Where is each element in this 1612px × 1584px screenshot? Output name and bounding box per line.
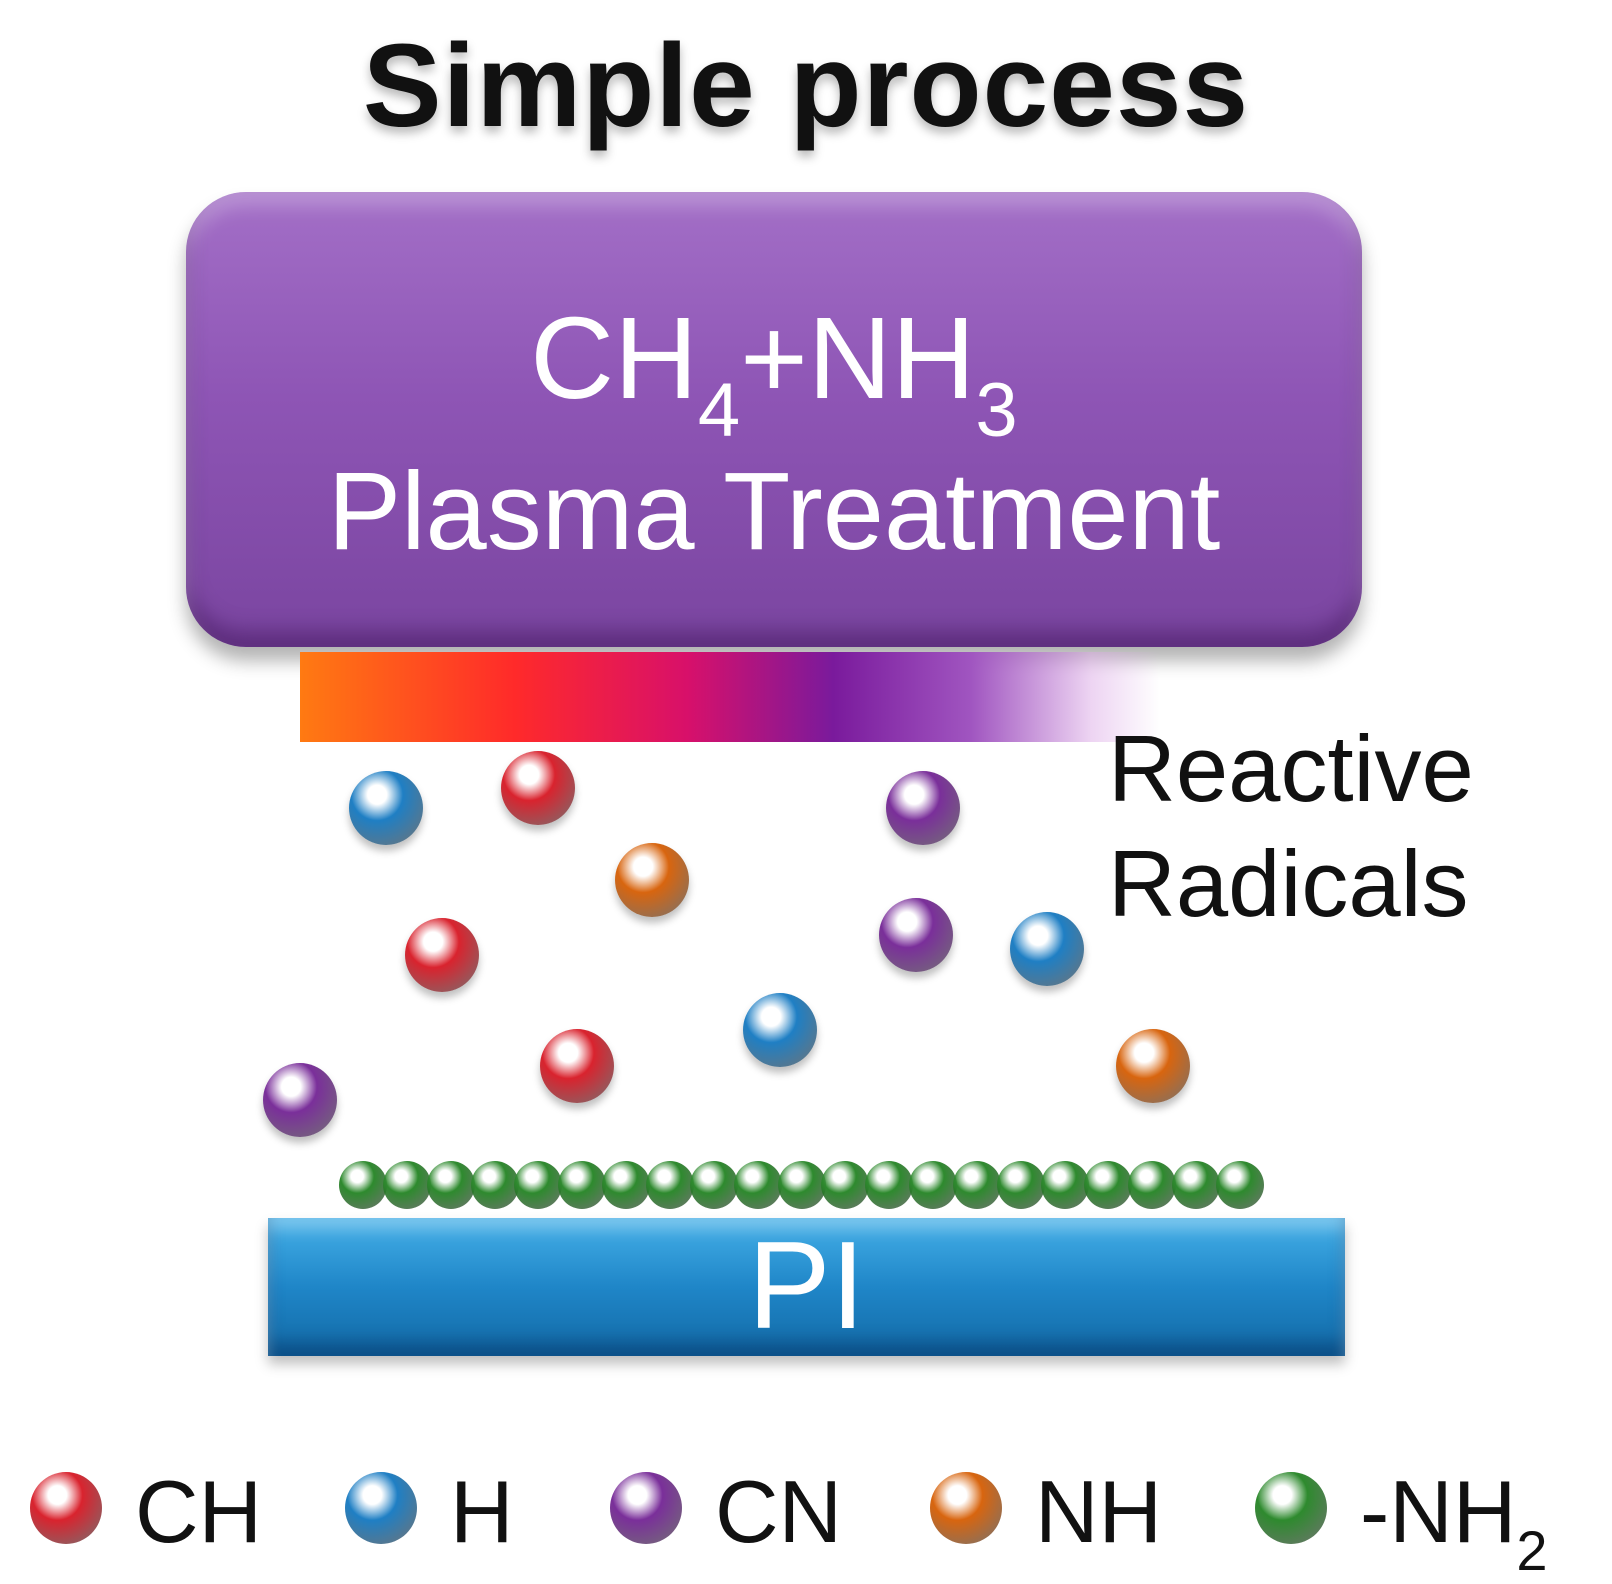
radical-nh [1116,1029,1190,1103]
legend-swatch-ch [30,1472,102,1544]
radical-cn [886,771,960,845]
plasma-chamber-box: CH4+NH3 Plasma Treatment [186,192,1362,647]
legend-label-text: NH [1035,1462,1163,1561]
nh2-group [602,1161,651,1209]
reactive-radicals-line-1: Reactive [1108,716,1474,821]
reactive-radicals-label: Reactive Radicals [1108,712,1474,941]
nh2-group [1216,1161,1264,1209]
legend-swatch-h [345,1472,417,1544]
nh2-group [558,1161,607,1209]
nh2-group [514,1161,563,1209]
nh2-group [339,1161,387,1209]
nh2-group [777,1161,826,1209]
nh2-group [952,1161,1001,1209]
radical-ch [501,751,575,825]
nh2-group [1128,1161,1177,1209]
radical-h [743,993,817,1067]
radical-nh [615,843,689,917]
legend-label-h: H [450,1468,514,1556]
legend-label-nh: NH [1035,1468,1162,1556]
nh2-group [1084,1161,1133,1209]
nh2-group [865,1161,914,1209]
legend-label-text: CH [135,1462,263,1561]
nh2-group [1172,1161,1221,1209]
formula-plus-nh: +NH [740,293,976,423]
legend-label-ch: CH [135,1468,262,1556]
formula-nh-subscript: 3 [975,368,1018,453]
plasma-glow-band [300,652,1160,742]
legend-label-text: H [450,1462,514,1561]
legend-label-text: -NH [1360,1462,1517,1561]
legend-swatch-nh2 [1255,1472,1327,1544]
nh2-group [382,1161,431,1209]
radical-cn [879,898,953,972]
formula-ch: CH [530,293,698,423]
legend-swatch-nh [930,1472,1002,1544]
radical-ch [405,918,479,992]
nh2-group [821,1161,870,1209]
radical-h [349,771,423,845]
nh2-group [909,1161,958,1209]
nh2-group [645,1161,694,1209]
radical-ch [540,1029,614,1103]
pi-substrate: PI [268,1218,1345,1356]
radical-cn [263,1063,337,1137]
nh2-group [1040,1161,1089,1209]
pi-substrate-label: PI [747,1217,866,1355]
gas-formula: CH4+NH3 [186,300,1362,449]
legend-label-cn: CN [715,1468,842,1556]
diagram-title: Simple process [362,20,1250,152]
nh2-group [689,1161,738,1209]
nh2-group [733,1161,782,1209]
legend-label-subscript: 2 [1516,1519,1548,1582]
legend-label-text: CN [715,1462,843,1561]
legend-swatch-cn [610,1472,682,1544]
formula-ch-subscript: 4 [697,368,741,453]
nh2-group [996,1161,1045,1209]
nh2-group [470,1161,519,1209]
plasma-treatment-label: Plasma Treatment [327,450,1221,573]
legend-label-nh2: -NH2 [1360,1468,1548,1579]
radical-h [1010,912,1084,986]
nh2-group [426,1161,475,1209]
reactive-radicals-line-2: Radicals [1108,830,1469,936]
